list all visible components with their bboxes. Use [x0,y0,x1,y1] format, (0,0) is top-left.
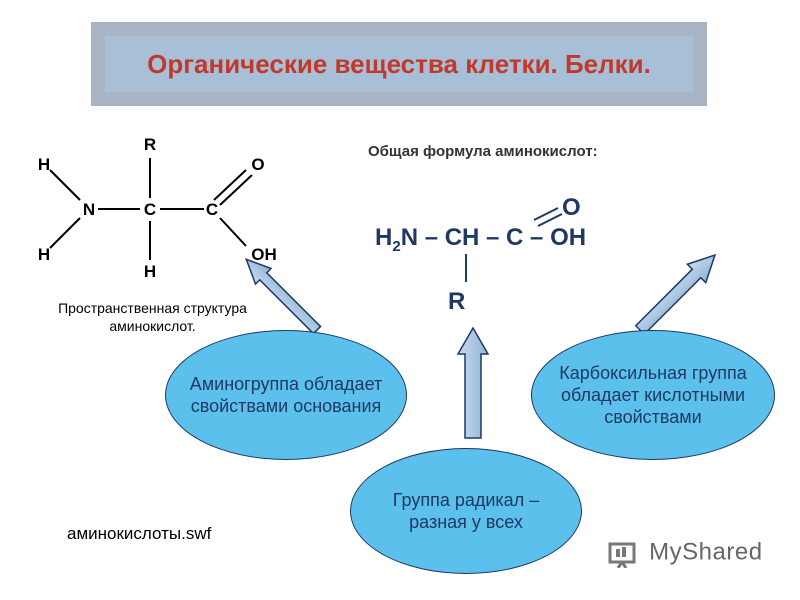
bubble-radical-group: Группа радикал – разная у всех [350,448,582,574]
title-banner-face: Органические вещества клетки. Белки. [105,36,693,92]
title-banner: Органические вещества клетки. Белки. [91,22,707,106]
bubble-carboxyl-group: Карбоксильная группа обладает кислотными… [531,330,775,460]
slide-title: Органические вещества клетки. Белки. [147,48,651,79]
swf-file-link[interactable]: аминокислоты.swf [67,524,212,543]
atom-c-carboxyl: C [206,200,218,219]
atom-oh: OH [251,245,277,264]
atom-c-alpha: C [144,200,156,219]
bubble-amino-text: Аминогруппа обладает свойствами основани… [189,374,383,416]
general-formula: H2N – CH – C – OH [375,224,586,255]
formula-double-bond-1 [533,207,559,221]
atom-h-bottom-left: H [38,245,50,264]
bubble-carboxyl-text: Карбоксильная группа обладает кислотными… [559,363,747,427]
structure-caption: Пространственная структура аминокислот. [58,300,247,334]
atom-n: N [83,200,95,219]
bond-h-n-top [49,169,81,201]
bond-c-oh [219,217,247,247]
atom-h-top-left: H [38,155,50,174]
amino-acid-structure-diagram: H H N C C R H O OH [38,135,277,281]
bond-h-n-bottom [49,217,81,249]
formula-subscript: 2 [392,237,401,255]
formula-bonds [465,207,563,282]
atom-h-bottom: H [144,262,156,281]
atom-o: O [251,155,264,174]
formula-double-bond-2 [537,213,563,227]
arrow-carboxyl [634,253,717,336]
formula-heading: Общая формула аминокислот: [368,143,598,160]
formula-h: H [375,224,393,251]
bubble-amino-group: Аминогруппа обладает свойствами основани… [165,330,407,460]
watermark-text: MyShared [649,538,763,566]
bond-c-o-double-1 [213,169,247,201]
arrow-radical [456,326,490,439]
formula-oxygen: O [562,194,581,221]
atom-r: R [144,135,156,154]
bond-c-o-double-2 [219,174,253,206]
projector-icon [608,542,636,568]
formula-rest: N – CH – C – OH [400,224,587,251]
watermark-logo: MyShared [608,538,763,568]
arrow-amino [245,258,322,335]
bubble-radical-text: Группа радикал – разная у всех [392,490,540,532]
formula-radical: R [448,288,466,315]
